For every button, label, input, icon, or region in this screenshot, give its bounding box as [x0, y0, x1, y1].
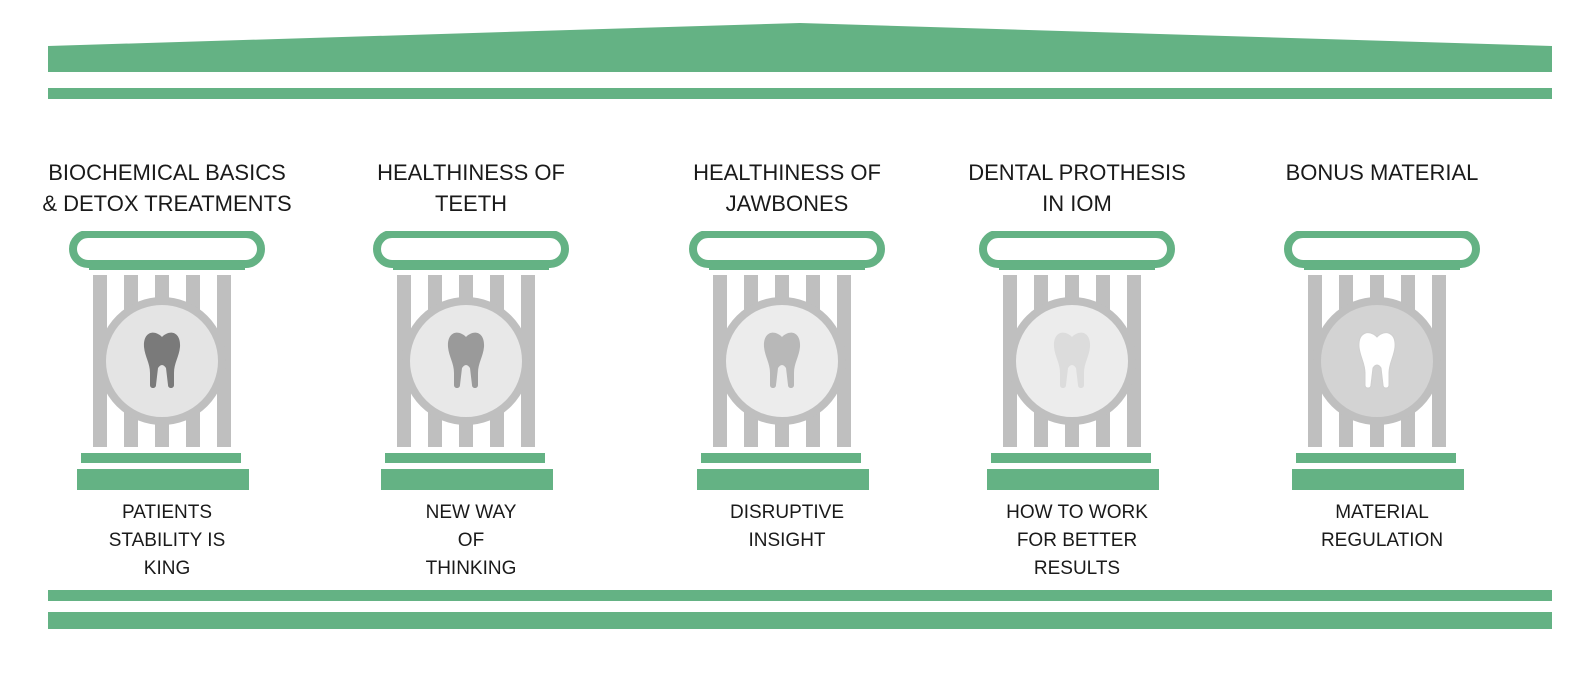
column-capital	[689, 231, 885, 270]
column-capital	[1284, 231, 1480, 270]
column-capital	[69, 231, 265, 270]
column-icon	[689, 231, 885, 490]
pillar-subtitle: HOW TO WORK FOR BETTER RESULTS	[1006, 502, 1148, 579]
column-base	[381, 453, 553, 490]
pillar-subtitle: PATIENTS STABILITY IS KING	[108, 502, 226, 579]
pillar: HEALTHINESS OF TEETH NEW WAY OF THINKING	[346, 155, 596, 595]
tooth-icon	[763, 332, 801, 388]
tooth-icon	[447, 332, 485, 388]
column-capital	[373, 231, 569, 270]
roof-beam	[48, 88, 1552, 99]
tooth-icon	[1358, 332, 1396, 389]
column-capital	[979, 231, 1175, 270]
pillar: HEALTHINESS OF JAWBONES DISRUPTIVE INSIG…	[662, 155, 912, 595]
pillar-title: BIOCHEMICAL BASICS & DETOX TREATMENTS	[42, 160, 292, 216]
column-base	[77, 453, 249, 490]
tooth-icon	[1053, 332, 1091, 388]
pillar-subtitle: NEW WAY OF THINKING	[425, 502, 517, 579]
pillar-title: DENTAL PROTHESIS IN IOM	[968, 160, 1186, 216]
pillar: BONUS MATERIAL MATERIAL REGULATION	[1257, 155, 1507, 595]
column-base	[697, 453, 869, 490]
pillar-title: BONUS MATERIAL	[1285, 160, 1479, 185]
tooth-icon	[143, 332, 181, 388]
column-base	[987, 453, 1159, 490]
pillar-title: HEALTHINESS OF JAWBONES	[693, 160, 881, 216]
column-icon	[373, 231, 569, 490]
pillar: BIOCHEMICAL BASICS & DETOX TREATMENTS PA…	[42, 155, 292, 595]
pillar-subtitle: MATERIAL REGULATION	[1320, 502, 1444, 551]
pillar: DENTAL PROTHESIS IN IOM HOW TO WORK FOR …	[952, 155, 1202, 595]
roof-pediment	[48, 23, 1552, 72]
column-icon	[1284, 231, 1480, 490]
column-icon	[979, 231, 1175, 490]
pillar-subtitle: DISRUPTIVE INSIGHT	[729, 502, 845, 551]
column-icon	[69, 231, 265, 490]
floor-step-lower	[48, 612, 1552, 629]
column-base	[1292, 453, 1464, 490]
pillar-title: HEALTHINESS OF TEETH	[377, 160, 565, 216]
floor-step-upper	[48, 590, 1552, 601]
